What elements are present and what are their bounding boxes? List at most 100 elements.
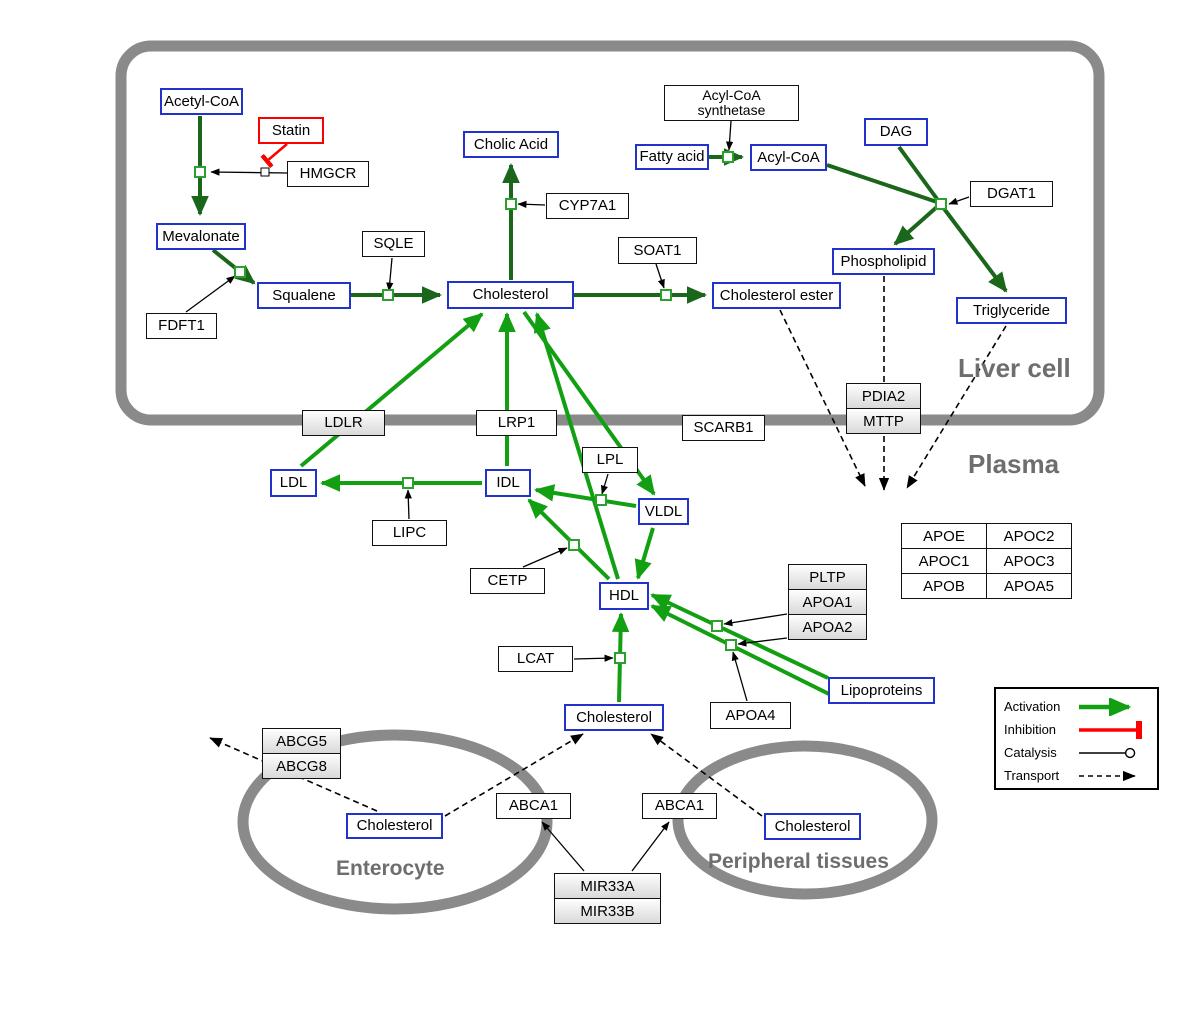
catalysis-sqle [386,257,394,292]
node-lcat[interactable]: LCAT [498,646,573,672]
node-cholesterol-enterocyte[interactable]: Cholesterol [346,813,443,839]
node-mevalonate[interactable]: Mevalonate [156,223,246,250]
legend-row-activation: Activation [1004,695,1149,718]
node-mir33b[interactable]: MIR33B [554,898,661,924]
legend-catalysis-label: Catalysis [1004,745,1057,760]
node-triglyceride[interactable]: Triglyceride [956,297,1067,324]
node-apob[interactable]: APOB [901,573,987,599]
node-fatty-acid[interactable]: Fatty acid [635,144,709,170]
catalysis-cetp [522,547,568,568]
node-dag[interactable]: DAG [864,118,928,146]
node-scarb1[interactable]: SCARB1 [682,415,765,441]
legend-row-inhibition: Inhibition [1004,718,1149,741]
node-cholesterol-liver[interactable]: Cholesterol [447,281,574,309]
node-sqle[interactable]: SQLE [362,231,425,257]
edge-junction-to-phospholipid [893,204,940,246]
node-acetyl-coa[interactable]: Acetyl-CoA [160,88,243,115]
catalysis-circle-icon [1079,747,1136,758]
node-lpl[interactable]: LPL [582,447,638,473]
edge-mevalonate-to-squalene [211,248,256,285]
node-apoc1[interactable]: APOC1 [901,548,987,574]
compartment-label-plasma: Plasma [968,449,1060,479]
node-abcg8[interactable]: ABCG8 [262,753,341,779]
node-apoc3[interactable]: APOC3 [986,548,1072,574]
node-abcg5[interactable]: ABCG5 [262,728,341,754]
node-cholesterol-plasma[interactable]: Cholesterol [564,704,664,731]
node-mttp[interactable]: MTTP [846,408,921,434]
node-ldlr[interactable]: LDLR [302,410,385,436]
node-cetp[interactable]: CETP [470,568,545,594]
node-phospholipid[interactable]: Phospholipid [832,248,935,275]
node-lipc[interactable]: LIPC [372,520,447,546]
edge-acylcoa-to-dgat-junction [826,163,941,205]
edge-vldl-to-hdl [634,527,655,580]
node-dgat1[interactable]: DGAT1 [970,181,1053,207]
node-acyl-coa-synthetase-line1: Acyl-CoA [702,87,761,104]
compartment-label-peripheral: Peripheral tissues [708,850,889,873]
node-fdft1[interactable]: FDFT1 [146,313,217,339]
node-squalene[interactable]: Squalene [257,282,351,309]
transport-peripheral-to-plasma-cholesterol [650,733,763,817]
node-idl[interactable]: IDL [485,469,531,497]
node-abca1-left[interactable]: ABCA1 [496,793,571,819]
compartment-label-liver: Liver cell [958,353,1071,383]
node-cholesterol-ester[interactable]: Cholesterol ester [712,282,841,309]
node-acyl-coa[interactable]: Acyl-CoA [750,144,827,171]
node-hmgcr[interactable]: HMGCR [287,161,369,187]
node-vldl[interactable]: VLDL [638,498,689,525]
node-lrp1[interactable]: LRP1 [476,410,557,436]
transport-enterocyte-to-plasma-cholesterol [444,733,584,817]
group-pdia2-mttp: PDIA2 MTTP [846,383,921,434]
edge-lipoproteins-to-hdl-lower [650,604,834,698]
node-acyl-coa-synthetase[interactable]: Acyl-CoA synthetase [664,85,799,121]
node-ldl[interactable]: LDL [270,469,317,497]
legend-activation-label: Activation [1004,699,1061,714]
node-statin[interactable]: Statin [258,117,324,144]
reaction-node [568,539,580,551]
legend: Activation Inhibition Catalysis Transpor… [994,687,1159,790]
edge-junction-to-triglyceride [940,204,1008,293]
reaction-node [194,166,206,178]
node-pdia2[interactable]: PDIA2 [846,383,921,409]
legend-inhibition-label: Inhibition [1004,722,1057,737]
node-cyp7a1[interactable]: CYP7A1 [546,193,629,219]
group-pltp-apoa1-apoa2: PLTP APOA1 APOA2 [788,564,867,640]
edge-hdl-to-cholesterol [533,312,620,580]
legend-row-transport: Transport [1004,764,1149,787]
node-apoa1[interactable]: APOA1 [788,589,867,615]
edge-dag-to-dgat-junction [897,145,942,205]
node-apoa2[interactable]: APOA2 [788,614,867,640]
compartment-label-enterocyte: Enterocyte [336,857,445,880]
node-lipoproteins[interactable]: Lipoproteins [828,677,935,704]
reaction-node [935,198,947,210]
group-abcg5-abcg8: ABCG5 ABCG8 [262,728,341,779]
reaction-node [711,620,723,632]
node-apoa4[interactable]: APOA4 [710,702,791,729]
reaction-node [725,639,737,651]
catalysis-dgat1 [948,196,970,205]
node-apoe[interactable]: APOE [901,523,987,549]
activation-arrow-icon [1079,697,1132,716]
node-cholesterol-peripheral[interactable]: Cholesterol [764,813,861,840]
node-acyl-coa-synthetase-line2: synthetase [697,102,766,118]
legend-transport-label: Transport [1004,768,1060,783]
node-abca1-right[interactable]: ABCA1 [642,793,717,819]
catalysis-lcat [573,654,614,662]
regulation-mir33-abca1-right [631,821,670,872]
node-cholic-acid[interactable]: Cholic Acid [463,131,559,158]
inhibition-tee-icon [1079,720,1143,739]
legend-row-catalysis: Catalysis [1004,741,1149,764]
node-soat1[interactable]: SOAT1 [618,237,697,264]
node-mir33a[interactable]: MIR33A [554,873,661,899]
apo-table: APOE APOC2 APOC1 APOC3 APOB APOA5 [901,523,1072,599]
edge-vldl-to-idl [534,484,637,508]
reaction-node [595,494,607,506]
transport-triglyceride-to-plasma [906,325,1007,489]
node-apoc2[interactable]: APOC2 [986,523,1072,549]
node-hdl[interactable]: HDL [599,582,649,610]
node-apoa5[interactable]: APOA5 [986,573,1072,599]
node-pltp[interactable]: PLTP [788,564,867,590]
anchor-node [260,167,270,177]
catalysis-soat1 [655,263,665,289]
transport-cholesterolester-to-plasma [779,309,866,487]
